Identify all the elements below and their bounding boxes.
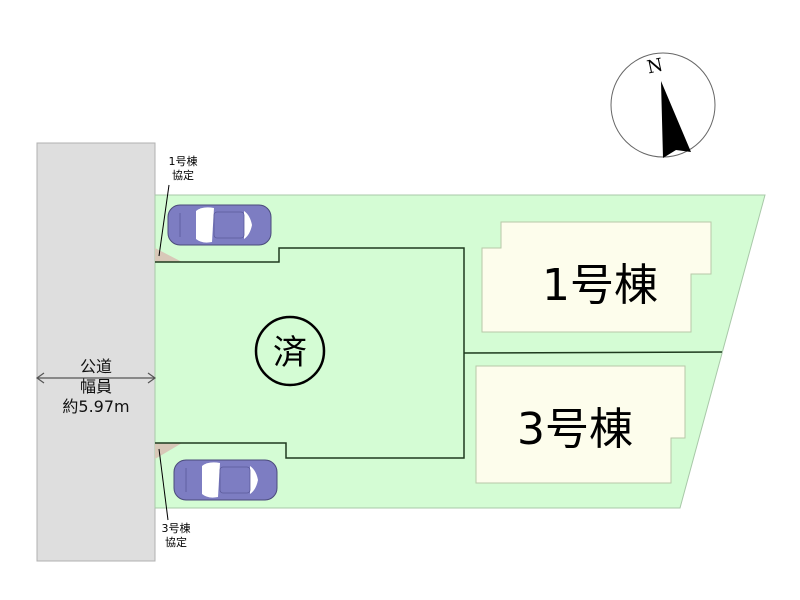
building-1-footprint [481,221,712,333]
parking-agreement-1-leader [158,184,170,257]
public-road [36,142,156,562]
parking-agreement-3-leader [158,448,169,521]
car-icon [173,459,278,501]
parking-agreement-3-line2: 協定 [165,535,187,549]
sold-mark: 済 [254,315,326,387]
building-3-label: 3号棟 [517,404,633,455]
parking-agreement-area-1 [155,248,182,262]
building-3-footprint [475,365,686,484]
sold-mark-label: 済 [273,333,307,373]
parking-agreement-3-line1: 3号棟 [162,521,191,535]
parking-agreement-1-line1: 1号棟 [169,154,198,168]
road-label-line1: 公道 [80,357,112,376]
road-width-dimension [35,372,157,384]
north-arrow-icon [661,81,691,158]
parking-agreement-1-line2: 協定 [172,168,194,182]
road-label-line2: 幅員 [80,377,112,396]
sold-mark-circle [254,315,326,387]
road-width-value: 約5.97m [62,397,129,416]
car-icon [167,204,272,246]
compass-north-label: N [645,55,665,79]
building-1-label: 1号棟 [542,260,658,311]
lot-divider-line [463,351,723,354]
parking-agreement-area-3 [155,443,182,459]
compass: N [610,52,716,158]
